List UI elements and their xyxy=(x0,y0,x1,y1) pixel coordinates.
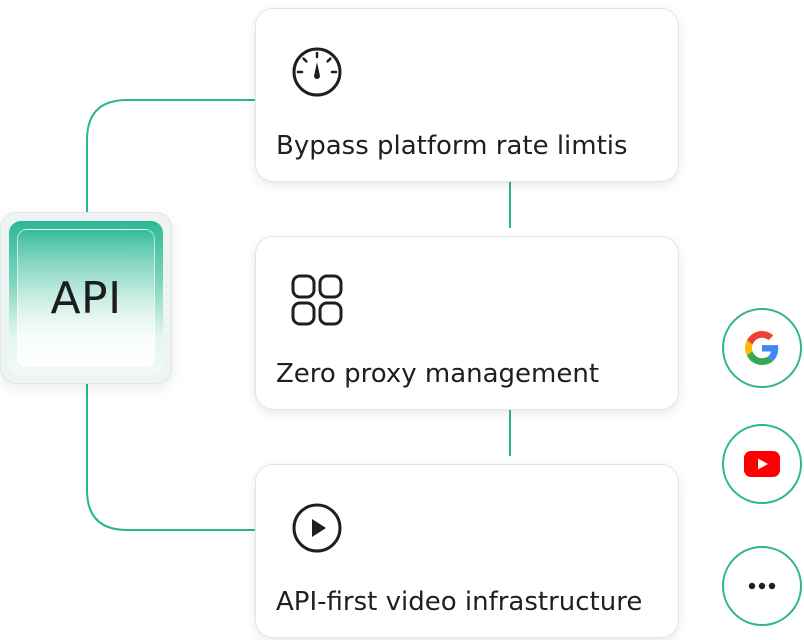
google-icon xyxy=(745,331,779,365)
platform-more[interactable] xyxy=(722,546,802,626)
api-node-face xyxy=(17,229,155,367)
api-node-inner: API xyxy=(9,221,163,375)
card-label: Bypass platform rate limtis xyxy=(276,131,628,161)
card-label: Zero proxy management xyxy=(276,359,600,389)
api-node: API xyxy=(0,212,172,384)
grid-icon xyxy=(291,274,343,326)
api-label: API xyxy=(50,272,122,324)
youtube-icon xyxy=(744,451,780,477)
speedometer-icon xyxy=(292,47,342,97)
connector-api-to-card-1 xyxy=(86,99,255,212)
connector-api-to-card-3 xyxy=(86,384,255,531)
more-icon xyxy=(748,582,776,590)
card-label: API-first video infrastructure xyxy=(276,587,643,617)
feature-card-rate-limits: Bypass platform rate limtis xyxy=(255,8,679,182)
feature-card-video: API-first video infrastructure xyxy=(255,464,679,638)
feature-card-proxy: Zero proxy management xyxy=(255,236,679,410)
play-circle-icon xyxy=(292,503,342,553)
platform-youtube[interactable] xyxy=(722,424,802,504)
platform-google[interactable] xyxy=(722,308,802,388)
